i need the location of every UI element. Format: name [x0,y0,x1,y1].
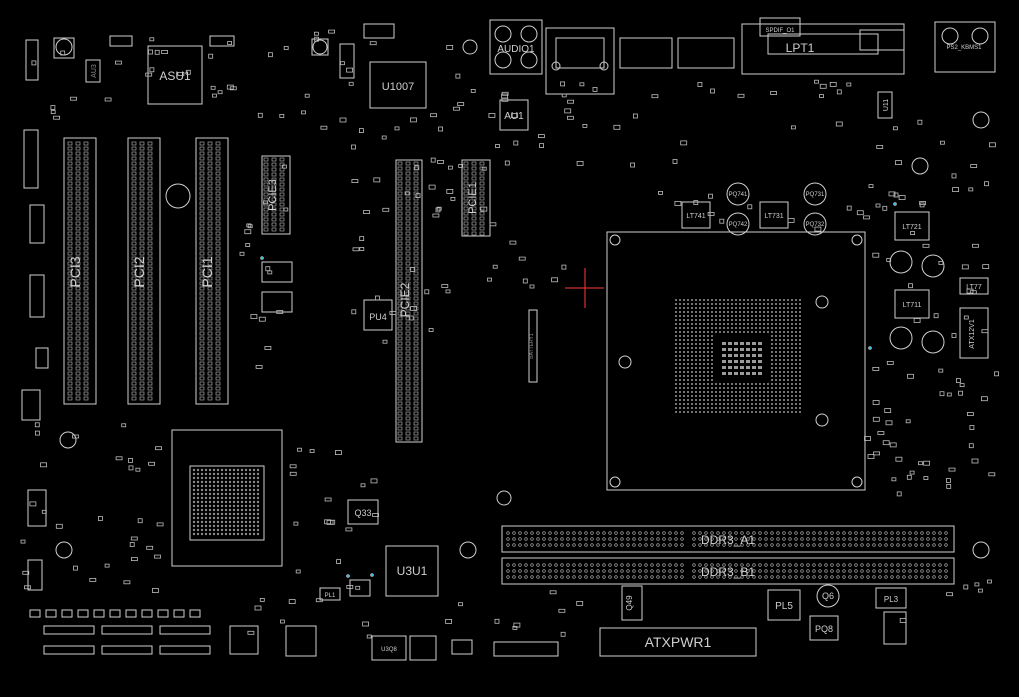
pcie3-label: PCIE3 [267,179,279,211]
u3q8-label: U3Q8 [381,647,397,653]
ddr3-a1-slot[interactable] [501,525,955,553]
lower-components[interactable] [27,111,990,661]
pq8-label: PQ8 [815,624,833,634]
pl3-label: PL3 [884,595,899,604]
pl5-label: PL5 [775,601,793,612]
chipset-pin-grid [192,468,260,536]
q6-label: Q6 [822,591,834,601]
pq732-label: PQ732 [806,222,825,228]
pq741-label: PQ741 [729,192,748,198]
lt741-label: LT741 [686,213,705,220]
q35-component[interactable] [165,183,191,209]
battery-holder[interactable] [528,309,538,383]
au-small-label: AU3 [91,64,98,78]
pq742-label: PQ742 [729,222,748,228]
pci3-slot[interactable] [63,137,97,405]
pci-pin-rows [67,141,221,401]
cpu-socket[interactable] [606,231,866,491]
q33-label: Q33 [354,508,371,518]
pq731-label: PQ731 [806,192,825,198]
ddr-pin-rows [506,531,948,579]
lt711-label: LT711 [903,302,922,309]
rear-io-group[interactable] [462,17,996,131]
pcie3-slot[interactable] [261,155,291,235]
q49-label: Q49 [625,595,634,611]
ddr3-b1-slot[interactable] [501,557,955,585]
lt77-label: LT77 [966,284,982,291]
ddr-slots[interactable] [501,525,955,585]
pci2-slot[interactable] [127,137,161,405]
atx12v1-label: ATX12V1 [969,319,976,349]
battery-label: BATTERY1 [529,333,535,359]
ps2-label: PS2_KBMS1 [946,45,982,51]
atxpwr1-label: ATXPWR1 [645,634,712,650]
pci3-label: PCI3 [67,256,83,287]
lt731-label: LT731 [764,213,783,220]
crosshair-cursor [565,268,604,308]
pci1-slot[interactable] [195,137,229,405]
au1-label: AU1 [504,111,524,122]
pcie1-slot[interactable] [461,159,491,237]
u3u1-label: U3U1 [397,564,428,578]
pl1-label: PL1 [325,593,336,599]
u11-label: U11 [883,99,890,111]
pcie1-label: PCIE1 [467,182,479,214]
u1007-label: U1007 [382,81,414,93]
u1007-chip[interactable] [339,23,427,109]
pci1-label: PCI1 [199,256,215,287]
smd-components [20,29,999,639]
front-panel-pads[interactable] [29,609,211,655]
chipset[interactable] [55,429,283,567]
top-left-area[interactable] [21,35,329,421]
pu4-label: PU4 [369,312,387,322]
pci2-label: PCI2 [131,256,147,287]
cpu-pin-grid [675,299,801,413]
spdif-label: SPDIF_O1 [765,28,795,34]
pcie2-label: PCIE2 [398,282,412,317]
pcie-pin-rows [263,157,485,441]
pcie2-slot[interactable] [395,159,423,443]
lpt1-label: LPT1 [786,41,815,55]
pcie-slots[interactable] [261,155,491,443]
ddr3-b1-label: DDR3_B1 [701,565,755,579]
lt721-label: LT721 [902,224,921,231]
audio1-label: AUDIO1 [497,44,535,55]
ddr3-a1-label: DDR3_A1 [701,533,755,547]
pci-slots[interactable] [63,137,229,405]
